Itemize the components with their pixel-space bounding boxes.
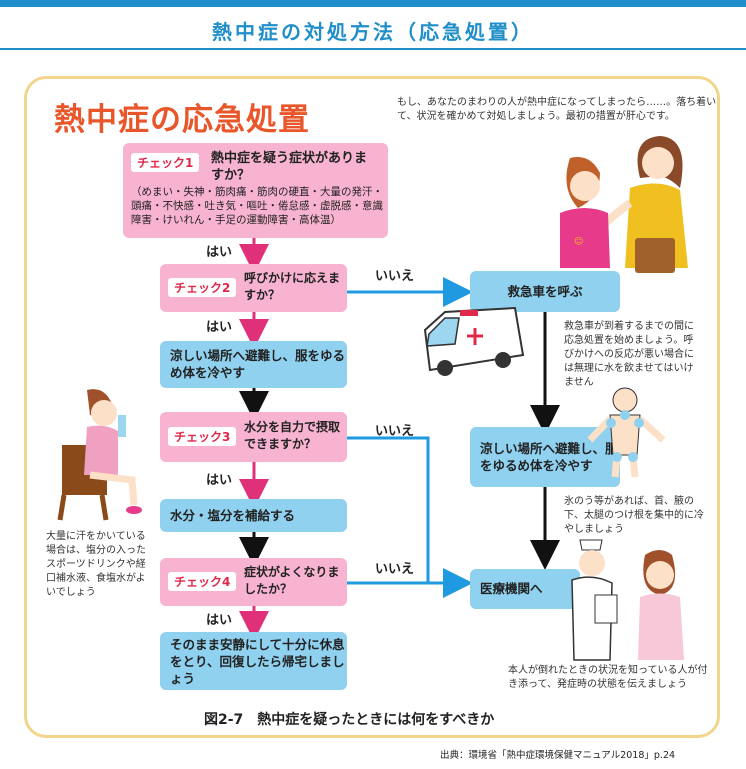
figure-caption: 図2-7 熱中症を疑ったときには何をすべきか — [204, 712, 495, 728]
no-label-2: いいえ — [375, 269, 415, 284]
page-title: 熱中症の対処方法（応急処置） — [212, 20, 534, 44]
hospital-note: 本人が倒れたときの状況を知っている人が付き添って、発症時の状態を伝えましょう — [508, 665, 708, 690]
rest-box: そのまま安静にして十分に休息をとり、回復したら帰宅しましょう — [160, 632, 347, 690]
check1-badge: チェック1 — [131, 153, 200, 172]
ambulance-text: 救急車を呼ぶ — [507, 284, 583, 299]
no-label-3: いいえ — [375, 424, 415, 439]
cooling-body-illustration — [587, 387, 666, 478]
check1-box: チェック1 熱中症を疑う症状がありますか？ （めまい・失神・筋肉痛・筋肉の硬直・… — [123, 143, 388, 238]
yes-label-4: はい — [206, 613, 233, 628]
ambulance-box: 救急車を呼ぶ — [470, 271, 620, 312]
check2-box: チェック2 呼びかけに応えますか？ — [160, 264, 347, 312]
arrow-no-3 — [347, 436, 430, 583]
cool-right-text: 涼しい場所へ避難し、服をゆるめ体を冷やす — [480, 441, 618, 473]
check2-badge: チェック2 — [168, 278, 237, 297]
source-citation: 出典：環境省「熱中症環境保健マニュアル2018」p.24 — [440, 750, 676, 761]
hydrate-text: 水分・塩分を補給する — [170, 508, 296, 523]
check2-question: 呼びかけに応えますか？ — [244, 271, 341, 302]
check1-detail: （めまい・失神・筋肉痛・筋肉の硬直・大量の発汗・頭痛・不快感・吐き気・嘔吐・倦怠… — [131, 186, 383, 226]
hospital-text: 医療機関へ — [480, 581, 543, 596]
svg-text:☺: ☺ — [574, 236, 583, 247]
yes-label-1: はい — [206, 245, 233, 260]
check3-question: 水分を自力で摂取できますか？ — [244, 420, 341, 451]
cool-text: 涼しい場所へ避難し、服をゆるめ体を冷やす — [170, 348, 346, 380]
check3-box: チェック3 水分を自力で摂取できますか？ — [160, 412, 347, 462]
check1-question: 熱中症を疑う症状がありますか？ — [211, 151, 368, 183]
helper-and-child-illustration: ☺ — [560, 136, 688, 273]
page-header: 熱中症の対処方法（応急処置） — [0, 0, 746, 50]
sweat-note: 大量に汗をかいている場合は、塩分の入ったスポーツドリンクや経口補水液、食塩水がよ… — [46, 531, 146, 598]
ambulance-note: 救急車が到着するまでの間に応急処置を始めましょう。呼びかけへの反応が悪い場合には… — [564, 321, 694, 388]
intro-text: もし、あなたのまわりの人が熱中症になってしまったら……。落ち着いて、状況を確かめ… — [397, 97, 717, 122]
rest-text: そのまま安静にして十分に休息をとり、回復したら帰宅しましょう — [170, 637, 345, 686]
drinking-girl-illustration — [57, 389, 142, 521]
no-label-4: いいえ — [375, 562, 415, 577]
ambulance-illustration — [423, 306, 525, 376]
hydrate-box: 水分・塩分を補給する — [160, 499, 347, 532]
hospital-box: 医療機関へ — [470, 569, 580, 609]
main-title: 熱中症の応急処置 — [54, 102, 310, 138]
yes-label-3: はい — [206, 473, 233, 488]
check4-box: チェック4 症状がよくなりましたか？ — [160, 558, 347, 606]
cool-box: 涼しい場所へ避難し、服をゆるめ体を冷やす — [160, 341, 347, 388]
nurse-and-girl-illustration — [571, 539, 684, 661]
check4-badge: チェック4 — [168, 572, 237, 591]
check4-question: 症状がよくなりましたか？ — [244, 565, 340, 596]
check3-badge: チェック3 — [168, 427, 237, 446]
ice-note: 氷のう等があれば、首、腋の下、太腿のつけ根を集中的に冷やしましょう — [564, 496, 704, 535]
yes-label-2: はい — [206, 320, 233, 335]
